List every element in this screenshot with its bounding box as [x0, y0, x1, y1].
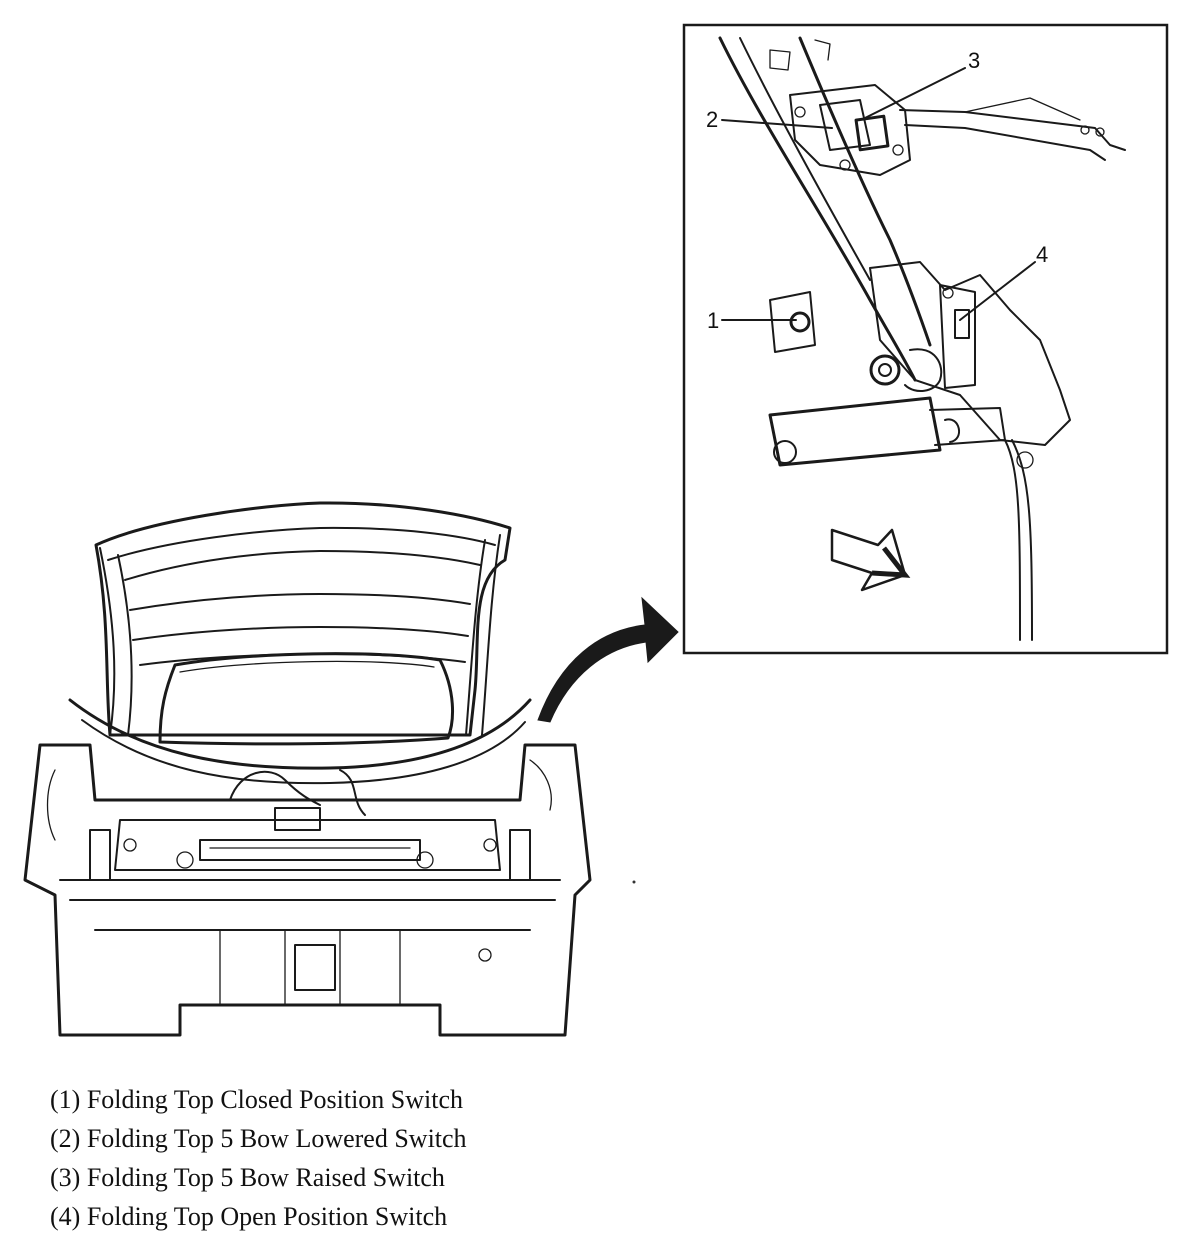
- vehicle-rear-view: [23, 501, 592, 1037]
- callout-3: 3: [968, 48, 980, 73]
- legend-item-4: (4) Folding Top Open Position Switch: [50, 1202, 448, 1231]
- callout-2: 2: [706, 107, 718, 132]
- legend: (1) Folding Top Closed Position Switch (…: [50, 1080, 467, 1236]
- legend-item-1: (1) Folding Top Closed Position Switch: [50, 1085, 464, 1114]
- zoom-pointer-arrow: [537, 596, 679, 723]
- detail-inset: 1 2 3 4: [682, 23, 1169, 655]
- callout-4: 4: [1036, 242, 1048, 267]
- legend-item-3: (3) Folding Top 5 Bow Raised Switch: [50, 1163, 445, 1192]
- legend-item-2: (2) Folding Top 5 Bow Lowered Switch: [50, 1124, 467, 1153]
- scan-speck: [632, 880, 636, 884]
- callout-1: 1: [707, 308, 719, 333]
